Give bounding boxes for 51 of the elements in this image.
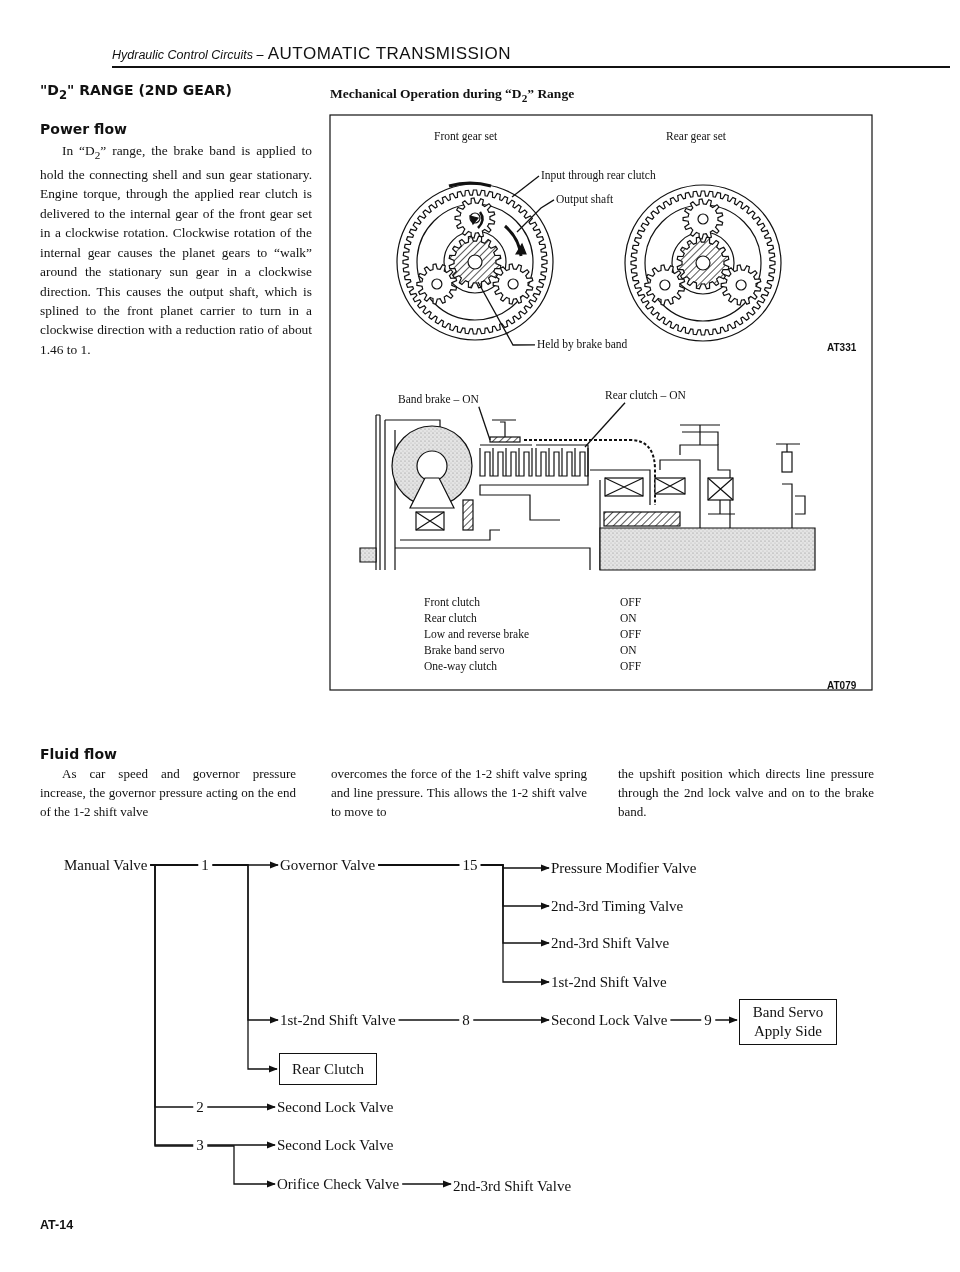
valve-label: Orifice Check Valve — [277, 1175, 400, 1193]
valve-label: 2nd-3rd Timing Valve — [551, 897, 684, 915]
valve-label: Manual Valve — [64, 856, 148, 874]
body-paragraph: overcomes the force of the 1-2 shift valve spring and line pressure. This allows the 1-2 shift valve to move to — [331, 765, 587, 821]
leader-line — [477, 281, 536, 346]
callout-label: Output shaft — [556, 193, 614, 207]
figure-code: AT079 — [827, 680, 857, 692]
subheading: Fluid flow — [40, 746, 117, 763]
section-heading: "D$_{2}$" RANGE (2ND GEAR) — [40, 82, 232, 102]
valve-label: Second Lock Valve — [277, 1098, 394, 1116]
leader-line — [584, 402, 626, 448]
leader-line — [478, 406, 491, 441]
table-cell: ON — [620, 644, 637, 658]
arrow — [397, 1016, 550, 1024]
valve-label: Second Lock Valve — [277, 1136, 394, 1154]
valve-label: Governor Valve — [280, 856, 376, 874]
arrow — [377, 864, 550, 986]
leader-line — [511, 175, 540, 198]
table-cell: ON — [620, 612, 637, 626]
callout-label: Input through rear clutch — [541, 169, 656, 183]
table-cell: Brake band servo — [424, 644, 505, 658]
leader-line — [516, 199, 555, 233]
figure-code: AT331 — [827, 342, 857, 354]
subheading: Power flow — [40, 121, 127, 138]
valve-label: 2nd-3rd Shift Valve — [453, 1177, 572, 1195]
figure-heading: Mechanical Operation during “D$_{2}$” Range — [330, 86, 575, 106]
table-cell: Front clutch — [424, 596, 480, 610]
table-cell: OFF — [620, 628, 642, 642]
callout-label: Band brake – ON — [398, 393, 479, 407]
part-label: Rear gear set — [666, 130, 727, 144]
table-cell: Low and reverse brake — [424, 628, 530, 642]
table-cell: OFF — [620, 660, 642, 674]
table-cell: One-way clutch — [424, 660, 498, 674]
body-paragraph: As car speed and governor pressure increase, the governor pressure acting on the end of the 1-2 shift valve — [40, 765, 296, 821]
page-number: AT-14 — [40, 1218, 74, 1233]
valve-label: 1st-2nd Shift Valve — [551, 973, 667, 991]
callout-label: Rear clutch – ON — [605, 389, 686, 403]
body-paragraph: the upshift position which directs line pressure through the 2nd lock valve and on to the brake band. — [618, 765, 874, 821]
valve-label: 1st-2nd Shift Valve — [280, 1011, 396, 1029]
table-cell: OFF — [620, 596, 642, 610]
valve-label: Pressure Modifier Valve — [551, 859, 697, 877]
callout-label: Held by brake band — [537, 338, 628, 352]
arrow — [401, 1180, 452, 1188]
page-header: Hydraulic Control Circuits – AUTOMATIC TRANSMISSION — [112, 44, 512, 65]
valve-label: Second Lock Valve — [551, 1011, 668, 1029]
component-box: Rear Clutch — [279, 1053, 377, 1085]
table-cell: Rear clutch — [424, 612, 477, 626]
valve-label: 2nd-3rd Shift Valve — [551, 934, 670, 952]
part-label: Front gear set — [434, 130, 498, 144]
body-paragraph: In “D$_{2}$” range, the brake band is applied to hold the connecting shell and sun gear stationary. Engine torque, through the applied rear clutch is delivered to the internal gear of the front gear set in a clockwise rotation. Clockwise rotation of the internal gear causes the planet gears to “walk” around the stationary sun gear in a clockwise direction. This causes the output shaft, which is splined to the front planet carrier to turn in a clockwise direction with a reduction ratio of about 1.46 to 1. — [40, 142, 312, 359]
component-box: Band Servo Apply Side — [739, 999, 837, 1045]
